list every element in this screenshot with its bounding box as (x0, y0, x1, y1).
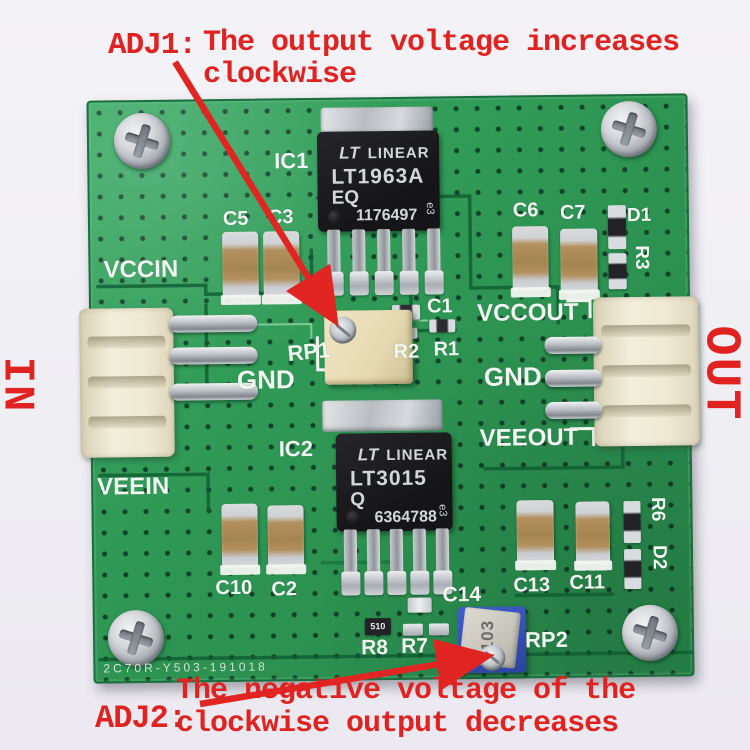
ic1-chip: LT LINEAR LT1963A EQ 1176497 e3 (316, 130, 441, 232)
label-c2: C2 (271, 578, 298, 601)
ic2-solder-tab (322, 399, 443, 432)
silkscreen-pad-bar (220, 294, 261, 306)
ic2-lot-code: 6364788 (374, 508, 437, 527)
input-connector-pin (169, 346, 258, 365)
silkscreen-pad-bar (261, 294, 302, 305)
capacitor-c13 (516, 500, 555, 564)
capacitor-c7 (560, 228, 598, 294)
capacitor-c14-smd (407, 597, 432, 613)
adj1-callout-label: ADJ1: (108, 28, 197, 63)
capacitor-c5 (222, 231, 259, 299)
adj2-callout-text-line1: The negative voltage of the (176, 674, 636, 708)
board-id-text: 2C70R-Y503-191018 (103, 659, 268, 676)
label-c1: C1 (426, 295, 453, 318)
ic1-part-number: LT1963A (331, 164, 425, 189)
label-gnd-left: GND (236, 364, 295, 395)
label-rp2: RP2 (524, 626, 569, 653)
ic2-e3-mark: e3 (436, 504, 449, 517)
ic2-chip: LT LINEAR LT3015 Q 6364788 e3 (335, 432, 453, 532)
adj1-callout-text-line2: clockwise (203, 58, 357, 92)
diode-d2-smd (623, 548, 642, 590)
silkscreen-pad-bar (515, 559, 557, 571)
ic2-suffix: Q (350, 489, 366, 511)
ic1-pad (424, 270, 444, 295)
ic2-pad (387, 570, 407, 596)
output-connector-pin (545, 401, 603, 420)
ic1-pad (324, 271, 344, 296)
label-r8: R8 (361, 636, 389, 660)
label-vccout: VCCOUT (476, 298, 579, 327)
ic2-pin1-dimple (346, 510, 360, 524)
silkscreen-pad-bar (510, 287, 551, 298)
adj2-callout-label: ADJ2: (95, 700, 187, 737)
ic2-pad (341, 571, 361, 596)
silkscreen-pad-bar (574, 560, 613, 571)
ic1-lt-logo: LT (339, 143, 361, 163)
output-connector (592, 296, 700, 447)
label-c5: C5 (222, 207, 249, 231)
input-connector (79, 307, 175, 458)
pcb-board: LT LINEAR LT1963A EQ 1176497 e3 LT LINEAR … (79, 93, 700, 684)
ic1-pad (349, 271, 369, 296)
label-c11: C11 (569, 571, 606, 594)
ic1-pad (374, 270, 394, 296)
capacitor-c3 (263, 231, 300, 298)
resistor-r1-smd (429, 319, 456, 333)
output-connector-pin (544, 369, 602, 388)
label-gnd-right: GND (483, 361, 542, 392)
ic2-brand: LINEAR (386, 446, 449, 465)
resistor-r3-smd (608, 253, 627, 290)
ic1-suffix: EQ (331, 187, 360, 209)
ic2-lt-logo: LT (357, 445, 380, 465)
ic1-e3-mark: e3 (423, 202, 436, 215)
solder-pad (428, 623, 450, 636)
ic1-pin1-dimple (327, 210, 341, 224)
capacitor-c6 (512, 226, 549, 291)
resistor-r6-smd (623, 500, 641, 544)
label-veein: VEEIN (97, 472, 170, 501)
label-c3: C3 (267, 206, 294, 229)
trimmer-rp2-screw (479, 644, 506, 671)
label-c13: C13 (513, 574, 551, 597)
label-veeout: VEEOUT (479, 423, 579, 452)
label-rp1: RP1 (286, 336, 332, 367)
label-c7: C7 (559, 201, 586, 224)
output-connector-pin (544, 336, 602, 355)
input-connector-pin (169, 314, 258, 333)
resistor-r8-smd: 510 (364, 618, 392, 636)
ic1-lot-code: 1176497 (355, 206, 418, 225)
silkscreen-pad-bar (266, 564, 307, 575)
adj2-callout-text-line2: clockwise output decreases (176, 707, 619, 741)
label-d1: D1 (626, 204, 652, 227)
silkscreen-pad-bar (220, 564, 261, 576)
label-r7: R7 (401, 634, 429, 658)
diode-d1-smd (607, 205, 627, 250)
capacitor-c10 (221, 503, 259, 569)
label-r1: R1 (433, 338, 460, 361)
ic2-pad (410, 570, 430, 595)
ic1-brand: LINEAR (367, 144, 430, 163)
capacitor-c2 (267, 505, 305, 568)
label-c6: C6 (512, 199, 539, 222)
output-side-label: OUT (691, 325, 749, 422)
label-c10: C10 (215, 576, 253, 600)
ic2-part-number: LT3015 (349, 466, 428, 491)
ic1-pad (399, 270, 419, 295)
adj1-callout-text-line1: The output voltage increases (203, 26, 680, 60)
label-r3: R3 (630, 245, 653, 270)
label-r2: R2 (393, 340, 420, 363)
input-side-label: IN (0, 356, 42, 414)
capacitor-c11 (575, 501, 611, 565)
label-vccin: VCCIN (103, 255, 179, 284)
label-ic2: IC2 (278, 435, 314, 462)
label-ic1: IC1 (274, 147, 309, 174)
label-d2: D2 (648, 544, 670, 570)
label-r6: R6 (646, 496, 669, 522)
ic2-pad (364, 571, 384, 596)
label-c14: C14 (442, 582, 482, 607)
